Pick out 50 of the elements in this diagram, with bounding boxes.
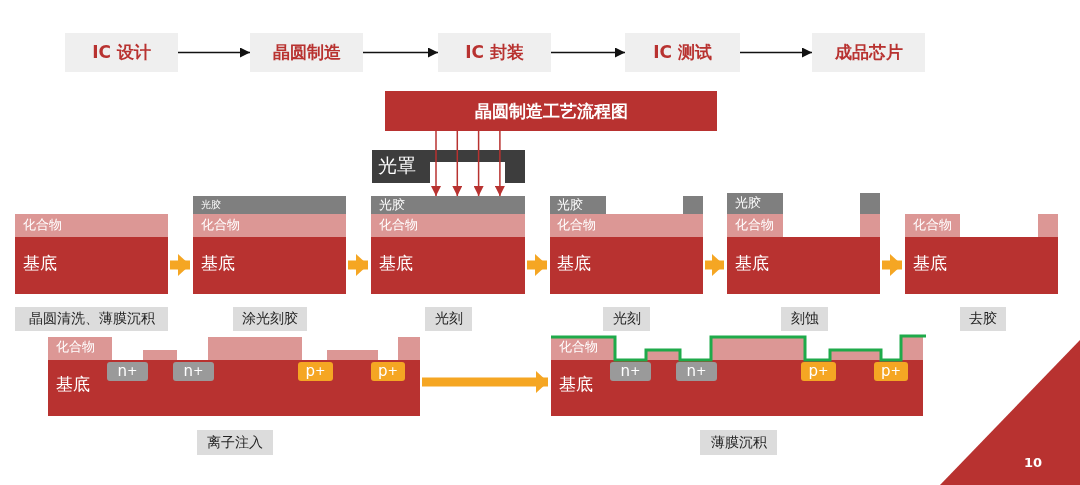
step-caption: 去胶 bbox=[960, 307, 1006, 331]
layer-label: 光胶 bbox=[735, 196, 761, 209]
process-box: IC 封装 bbox=[438, 33, 551, 72]
layer-label: 光胶 bbox=[201, 200, 221, 210]
title-banner: 晶圆制造工艺流程图 bbox=[385, 91, 717, 131]
layer-label: 化合物 bbox=[201, 218, 240, 231]
step-caption: 光刻 bbox=[603, 307, 650, 331]
block-arrow bbox=[348, 254, 368, 276]
step-caption: 薄膜沉积 bbox=[700, 430, 777, 455]
layer-label: 基底 bbox=[559, 376, 593, 393]
layer-label: 化合物 bbox=[735, 218, 774, 231]
layer-label: 光胶 bbox=[379, 198, 405, 211]
block-arrow bbox=[170, 254, 190, 276]
layer-label: 化合物 bbox=[913, 218, 952, 231]
layer-label: 基底 bbox=[913, 255, 947, 272]
arrow bbox=[177, 47, 251, 58]
layer-label: 基底 bbox=[23, 255, 57, 272]
step-caption: 光刻 bbox=[425, 307, 472, 331]
step-caption: 晶圆清洗、薄膜沉积 bbox=[15, 307, 168, 331]
arrow bbox=[550, 47, 626, 58]
block-arrow bbox=[422, 371, 548, 393]
arrow bbox=[452, 130, 463, 197]
layer-label: 化合物 bbox=[56, 340, 95, 353]
arrow bbox=[431, 130, 441, 197]
layer-label: 化合物 bbox=[379, 218, 418, 231]
arrow bbox=[494, 130, 505, 197]
layer-label: 基底 bbox=[56, 376, 90, 393]
arrow bbox=[473, 130, 484, 197]
step-caption: 刻蚀 bbox=[781, 307, 828, 331]
process-box: IC 测试 bbox=[625, 33, 740, 72]
step-caption: 涂光刻胶 bbox=[233, 307, 307, 331]
block-arrow bbox=[527, 254, 547, 276]
layer-label: 化合物 bbox=[557, 218, 596, 231]
mask-label: 光罩 bbox=[378, 156, 416, 175]
block-arrow bbox=[882, 254, 902, 276]
layer-label: 化合物 bbox=[23, 218, 62, 231]
process-box: IC 设计 bbox=[65, 33, 178, 72]
layer-label: 化合物 bbox=[559, 340, 598, 353]
layer-label: 基底 bbox=[379, 255, 413, 272]
step-caption: 离子注入 bbox=[197, 430, 273, 455]
layer-label: 基底 bbox=[557, 255, 591, 272]
layer-label: 光胶 bbox=[557, 198, 583, 211]
arrow bbox=[739, 47, 813, 58]
layer-label: 基底 bbox=[735, 255, 769, 272]
block-arrow bbox=[705, 254, 724, 276]
process-box: 晶圆制造 bbox=[250, 33, 363, 72]
layer-label: 基底 bbox=[201, 255, 235, 272]
process-box: 成品芯片 bbox=[812, 33, 925, 72]
page-number: 10 bbox=[1024, 456, 1043, 469]
arrow bbox=[362, 47, 439, 58]
